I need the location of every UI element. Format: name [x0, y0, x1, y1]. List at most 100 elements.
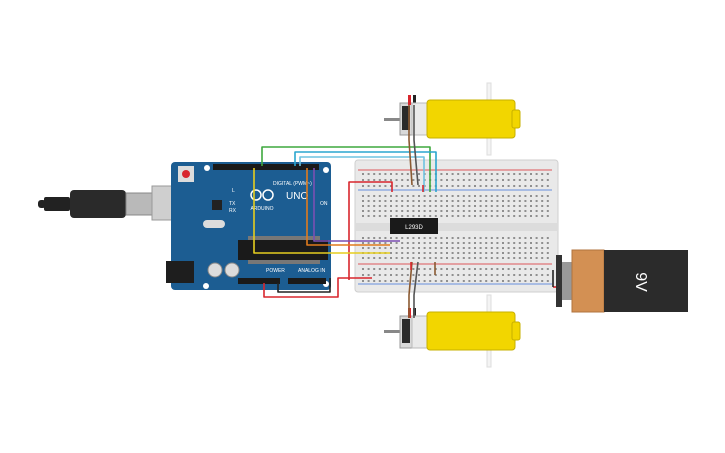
breadboard-hole [429, 268, 432, 270]
breadboard-hole [507, 215, 510, 217]
breadboard-hole [513, 195, 516, 197]
breadboard-hole [518, 215, 521, 217]
breadboard-hole [513, 242, 516, 244]
breadboard-hole [479, 200, 482, 202]
breadboard-hole [524, 210, 527, 212]
breadboard-hole [474, 242, 476, 244]
breadboard-hole [524, 200, 527, 202]
breadboard-hole [513, 200, 516, 202]
breadboard-hole [390, 215, 392, 217]
breadboard-hole [406, 185, 409, 187]
breadboard-hole [429, 247, 432, 249]
wire-motor-top-1 [408, 105, 413, 186]
breadboard-hole [502, 252, 504, 254]
breadboard-hole [367, 215, 370, 217]
breadboard-hole [440, 274, 443, 276]
arduino-uno-board[interactable]: ARDUINO UNO DIGITAL (PWM~) POWER ANALOG … [166, 162, 331, 290]
breadboard-hole [451, 237, 454, 239]
breadboard-hole [502, 185, 504, 187]
breadboard-hole [412, 179, 415, 181]
breadboard-hole [462, 173, 465, 175]
breadboard[interactable] [354, 159, 559, 293]
breadboard-hole [384, 173, 387, 175]
breadboard-hole [535, 179, 538, 181]
breadboard-hole [496, 237, 499, 239]
wire-purple [313, 168, 400, 242]
breadboard-hole [518, 173, 521, 175]
breadboard-hole [395, 205, 398, 207]
breadboard-hole [462, 185, 465, 187]
breadboard-hole [384, 205, 387, 207]
breadboard-hole [451, 268, 454, 270]
dc-motor-top[interactable] [384, 82, 521, 156]
breadboard-hole [390, 257, 392, 259]
breadboard-hole [535, 205, 538, 207]
breadboard-hole [541, 200, 544, 202]
breadboard-hole [524, 195, 527, 197]
breadboard-hole [440, 280, 443, 282]
breadboard-hole [390, 242, 392, 244]
breadboard-hole [446, 205, 448, 207]
breadboard-hole [406, 237, 409, 239]
dc-motor-bottom[interactable] [384, 294, 521, 368]
breadboard-hole [418, 215, 420, 217]
breadboard-hole [479, 210, 482, 212]
breadboard-hole [423, 268, 426, 270]
breadboard-hole [412, 252, 415, 254]
breadboard-hole [541, 247, 544, 249]
breadboard-hole [367, 179, 370, 181]
breadboard-hole [395, 257, 398, 259]
breadboard-hole [362, 200, 364, 202]
breadboard-hole [530, 257, 532, 259]
breadboard-hole [434, 215, 437, 217]
breadboard-hole [395, 247, 398, 249]
on-label: ON [320, 201, 328, 207]
battery-9v[interactable]: 9V [556, 249, 688, 313]
breadboard-hole [524, 185, 527, 187]
breadboard-hole [446, 252, 448, 254]
breadboard-hole [541, 210, 544, 212]
breadboard-hole [378, 257, 381, 259]
breadboard-hole [546, 200, 549, 202]
breadboard-hole [384, 242, 387, 244]
breadboard-hole [440, 210, 443, 212]
breadboard-hole [362, 210, 364, 212]
breadboard-hole [446, 274, 448, 276]
breadboard-hole [485, 237, 488, 239]
breadboard-hole [507, 205, 510, 207]
breadboard-hole [457, 247, 460, 249]
breadboard-hole [446, 173, 448, 175]
breadboard-hole [429, 280, 432, 282]
breadboard-hole [502, 215, 504, 217]
breadboard-hole [496, 242, 499, 244]
breadboard-hole [412, 242, 415, 244]
breadboard-hole [479, 252, 482, 254]
breadboard-hole [485, 195, 488, 197]
breadboard-hole [457, 195, 460, 197]
breadboard-hole [518, 252, 521, 254]
breadboard-hole [457, 200, 460, 202]
breadboard-hole [423, 252, 426, 254]
l293d-chip[interactable]: L293D [390, 218, 438, 234]
breadboard-hole [429, 205, 432, 207]
breadboard-hole [496, 179, 499, 181]
breadboard-hole [423, 210, 426, 212]
breadboard-hole [434, 210, 437, 212]
breadboard-hole [446, 237, 448, 239]
breadboard-hole [378, 274, 381, 276]
capacitor-2 [224, 262, 240, 278]
breadboard-hole [412, 237, 415, 239]
breadboard-hole [513, 185, 516, 187]
breadboard-hole [524, 247, 527, 249]
breadboard-hole [384, 210, 387, 212]
breadboard-hole [440, 252, 443, 254]
breadboard-hole [535, 210, 538, 212]
breadboard-hole [462, 200, 465, 202]
breadboard-hole [401, 185, 404, 187]
digital-header [213, 164, 319, 170]
led-l-label: L [232, 188, 235, 194]
breadboard-hole [502, 205, 504, 207]
usb-cable[interactable] [38, 185, 181, 221]
breadboard-hole [378, 173, 381, 175]
